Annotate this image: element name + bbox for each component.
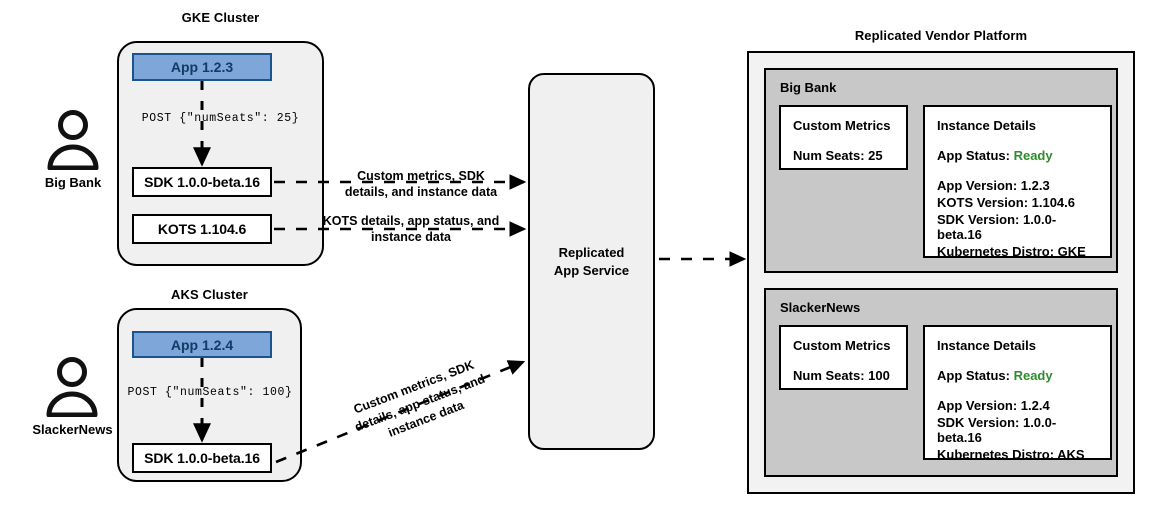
person-icon <box>46 357 98 418</box>
detail-row: Kubernetes Distro: AKS <box>937 447 1085 462</box>
card-heading: Instance Details <box>937 118 1036 133</box>
edge-label-kots-to-service: KOTS details, app status, and instance d… <box>310 213 512 246</box>
edge-label-line2: details, and instance data <box>344 185 498 200</box>
person-icon <box>47 110 99 171</box>
detail-row: SDK Version: 1.0.0-beta.16 <box>937 415 1057 445</box>
instance-details-card-big-bank: Instance Details App Status: Ready App V… <box>923 105 1112 259</box>
aks-app-box[interactable]: App 1.2.4 <box>132 331 272 358</box>
edge-label-line2: instance data <box>371 230 451 245</box>
service-line2: App Service <box>553 262 630 278</box>
custom-metrics-card-big-bank: Custom Metrics Num Seats: 25 <box>779 105 908 170</box>
actor-label: Big Bank <box>44 175 102 190</box>
card-heading: Custom Metrics <box>793 118 891 133</box>
detail-row: SDK Version: 1.0.0-beta.16 <box>937 212 1057 242</box>
aks-sdk-box[interactable]: SDK 1.0.0-beta.16 <box>132 443 272 473</box>
gke-app-box[interactable]: App 1.2.3 <box>132 53 272 81</box>
app-status-label: App Status: <box>937 148 1010 163</box>
gke-sdk-box[interactable]: SDK 1.0.0-beta.16 <box>132 167 272 197</box>
detail-row: App Version: 1.2.4 <box>937 398 1050 413</box>
gke-post-text: POST {"numSeats": 25} <box>141 112 300 125</box>
status-badge: Ready <box>1013 368 1053 383</box>
gke-kots-box[interactable]: KOTS 1.104.6 <box>132 214 272 244</box>
actor-big-bank: Big Bank <box>28 108 118 190</box>
metric-row: Num Seats: 25 <box>793 148 883 163</box>
tenant-name: SlackerNews <box>780 300 861 315</box>
instance-details-card-slackernews: Instance Details App Status: Ready App V… <box>923 325 1112 462</box>
detail-row: Kubernetes Distro: GKE <box>937 244 1086 259</box>
card-heading: Instance Details <box>937 338 1036 353</box>
edge-label-line1: Custom metrics, SDK <box>357 169 485 183</box>
app-status-label: App Status: <box>937 368 1010 383</box>
gke-cluster-title: GKE Cluster <box>181 10 260 25</box>
edge-label-aks-to-service: Custom metrics, SDK details, app status,… <box>330 358 510 440</box>
metric-row: Num Seats: 100 <box>793 368 890 383</box>
aks-cluster-title: AKS Cluster <box>171 287 248 302</box>
custom-metrics-card-slackernews: Custom Metrics Num Seats: 100 <box>779 325 908 390</box>
edge-label-sdk-to-service: Custom metrics, SDK details, and instanc… <box>330 168 512 201</box>
detail-row: KOTS Version: 1.104.6 <box>937 195 1076 210</box>
service-line1: Replicated <box>558 244 625 260</box>
edge-label-line1: KOTS details, app status, and <box>322 214 500 228</box>
status-badge: Ready <box>1013 148 1053 163</box>
app-status-row: App Status: Ready <box>937 148 1098 163</box>
actor-label: SlackerNews <box>32 422 113 437</box>
aks-post-text: POST {"numSeats": 100} <box>127 386 293 399</box>
card-heading: Custom Metrics <box>793 338 891 353</box>
tenant-name: Big Bank <box>780 80 837 95</box>
vendor-platform-title: Replicated Vendor Platform <box>854 28 1028 43</box>
detail-row: App Version: 1.2.3 <box>937 178 1050 193</box>
actor-slackernews: SlackerNews <box>20 355 125 437</box>
replicated-app-service-box[interactable]: Replicated App Service <box>528 73 655 450</box>
app-status-row: App Status: Ready <box>937 368 1098 383</box>
